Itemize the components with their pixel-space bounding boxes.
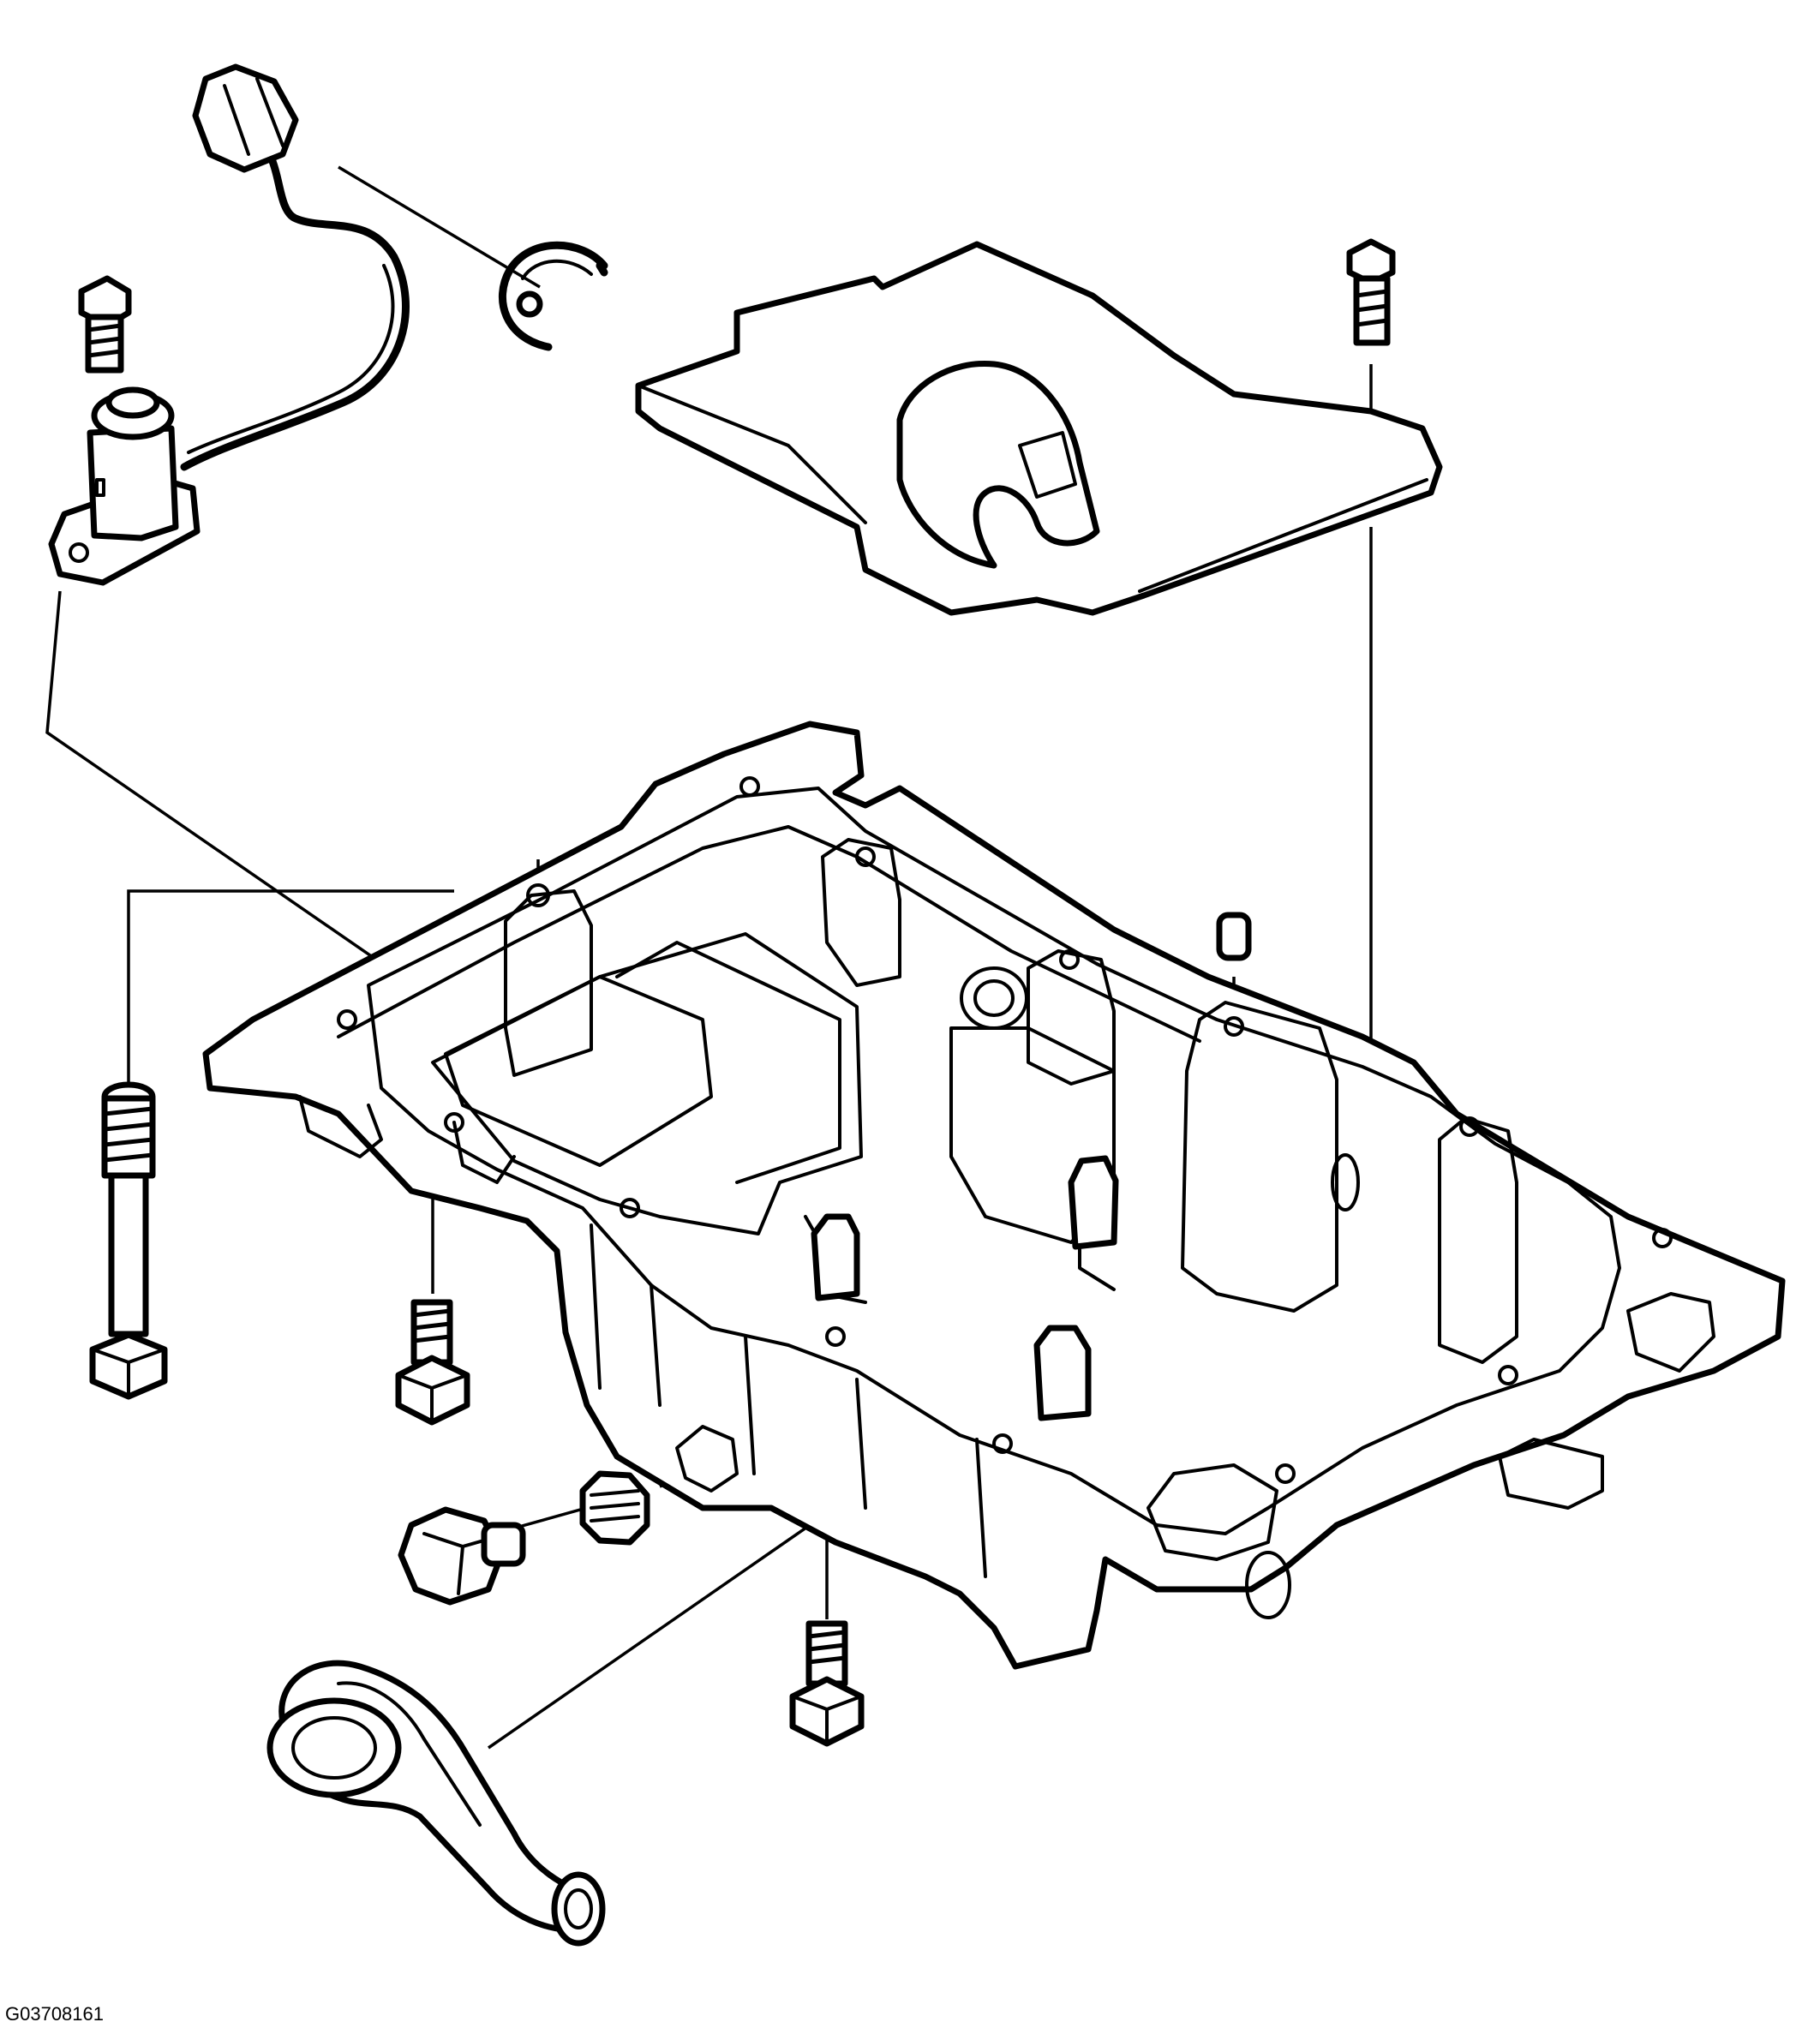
sensor-wire-harness [180, 141, 410, 471]
oil-pan-outline [202, 721, 1786, 1670]
cover-hump [896, 360, 1100, 569]
pan-bolt-holes [337, 776, 1673, 1484]
cover-bolt [1346, 238, 1396, 346]
pan-oval-cutout [1331, 1153, 1360, 1211]
drain-plug [398, 1506, 526, 1606]
oil-pan-cover [635, 241, 1443, 616]
sensor-bolt [78, 275, 132, 374]
leader-clip-to-harness [338, 165, 541, 289]
pan-front-lugs [298, 1095, 516, 1184]
pan-outlet-port [1146, 1463, 1278, 1561]
locating-dowel [1216, 912, 1252, 961]
pan-large-cylinder [1181, 1001, 1338, 1313]
pickup-tube-flange [266, 1697, 402, 1798]
pan-boss-upper [821, 838, 901, 987]
oil-level-sensor [48, 63, 410, 586]
drain-plug-washer [579, 1470, 650, 1546]
pan-left-boss [504, 889, 593, 1077]
pan-inner-sump [431, 932, 863, 1235]
oil-pan [202, 721, 1786, 1670]
pan-drain-boss [675, 1425, 739, 1493]
leader-long-bolt [127, 889, 454, 1084]
sensor-connector [192, 63, 299, 173]
harness-retaining-clip [499, 241, 608, 351]
long-pan-bolt [89, 1081, 168, 1400]
short-pan-bolt-left [395, 1299, 470, 1426]
pan-oil-port [960, 966, 1028, 1030]
oil-pickup-tube [266, 1660, 606, 1947]
pan-stud-bosses [811, 1155, 1119, 1421]
figure-reference-id: G03708161 [5, 2003, 104, 2025]
short-pan-bolt-center [789, 1620, 865, 1747]
pickup-tube-outlet [551, 1871, 606, 1947]
